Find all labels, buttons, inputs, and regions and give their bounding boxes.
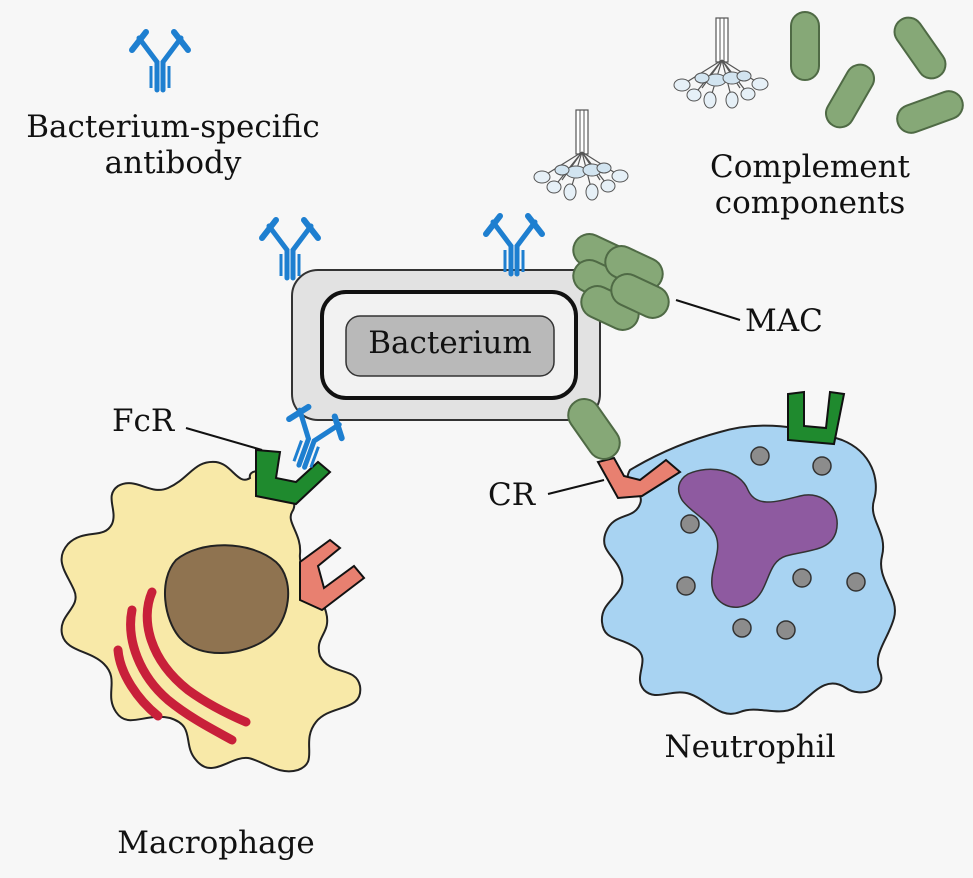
antibody-icon (132, 32, 188, 90)
bacterium-rod-icon (790, 11, 820, 81)
antibody-icon (262, 220, 318, 278)
antibody-label-line2: antibody (104, 144, 242, 181)
mac-pore-icon (572, 233, 670, 331)
mac-leader-line (675, 299, 741, 321)
neutrophil-nucleus (677, 468, 838, 608)
complement-receptor (596, 456, 682, 500)
bacterium (291, 269, 601, 421)
complement-receptor (299, 538, 366, 612)
antibody-label: Bacterium-specific antibody (8, 109, 338, 181)
complement-protein-icon (533, 109, 629, 201)
complement-c3b-icon (567, 398, 621, 460)
complement-label-line2: components (714, 184, 906, 221)
complement-label-line1: Complement (709, 149, 911, 185)
neutrophil-label: Neutrophil (664, 729, 836, 765)
fcr-leader-line (185, 427, 263, 451)
macrophage-nucleus (164, 544, 290, 655)
cr-leader-line (547, 479, 605, 495)
mac-label: MAC (745, 303, 823, 339)
cr-label: CR (488, 477, 536, 513)
fc-receptor (255, 448, 332, 506)
antibody-label-line1: Bacterium-specific (26, 109, 320, 145)
fcr-label: FcR (112, 403, 175, 439)
macrophage-label: Macrophage (117, 825, 315, 861)
antibody-icon (486, 216, 542, 274)
bacterium-label: Bacterium (368, 325, 532, 361)
macrophage-cell (60, 460, 362, 773)
bacterium-rod-icon (888, 11, 952, 85)
fc-receptor (787, 390, 846, 446)
neutrophil-cell (600, 424, 896, 715)
bacterium-rod-icon (892, 86, 968, 138)
endoplasmic-reticulum (113, 587, 251, 745)
granules (676, 446, 866, 640)
complement-label: Complement components (680, 149, 940, 221)
complement-protein-icon (673, 17, 769, 109)
bacterium-rod-icon (819, 58, 881, 134)
